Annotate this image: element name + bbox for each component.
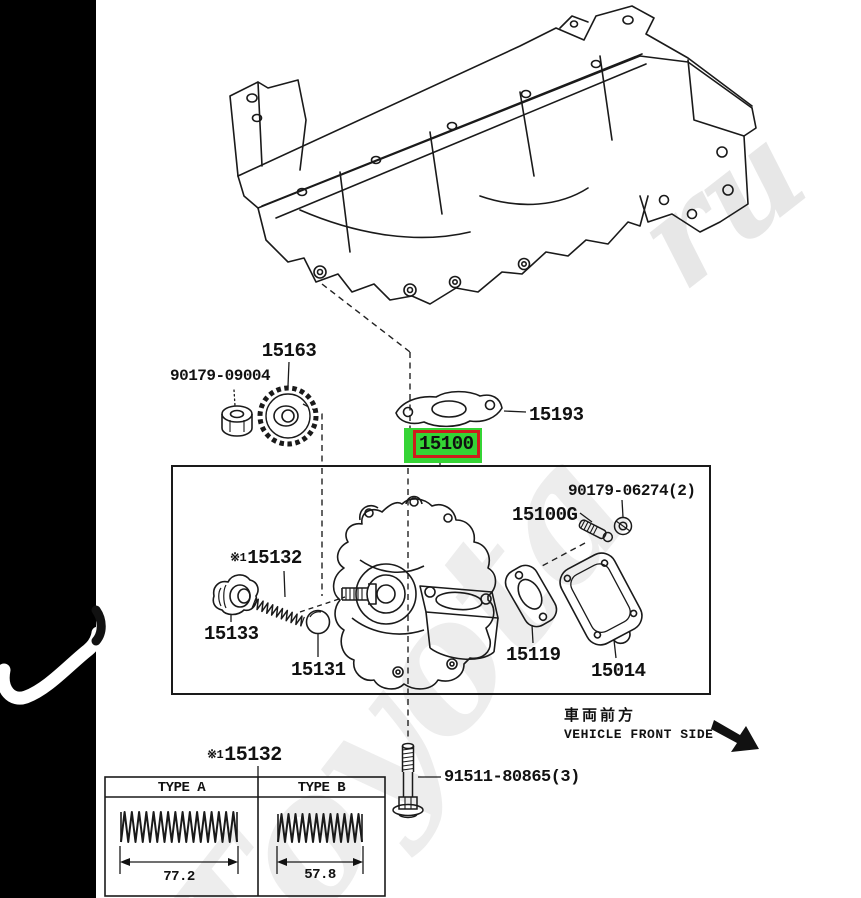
spring-type-b-drawing (277, 813, 363, 843)
table-header-type-b: TYPE B (297, 780, 346, 796)
vehicle-front-label-en: VEHICLE FRONT SIDE (564, 727, 714, 742)
spring-type-a-drawing (120, 811, 238, 843)
callout-15100G[interactable]: 15100G (512, 504, 578, 526)
vehicle-front-arrow (711, 720, 759, 752)
callout-15132-table[interactable]: ※115132 (207, 744, 282, 767)
leader-relief-spring (283, 570, 286, 598)
pump-gasket-drawing (395, 390, 527, 428)
swoosh-logo (0, 605, 106, 705)
sprocket-drawing (257, 361, 319, 447)
callout-15133[interactable]: 15133 (204, 623, 259, 645)
callout-90179-06274[interactable]: 90179-06274(2) (568, 482, 696, 500)
note-mark: ※1 (230, 551, 247, 565)
callout-15131[interactable]: 15131 (291, 659, 346, 681)
union-stud-drawing (578, 512, 614, 543)
parts-box-frame (171, 465, 711, 695)
spring-table-frame (104, 766, 386, 897)
callout-15132-box[interactable]: ※115132 (230, 547, 302, 569)
callout-91511-80865[interactable]: 91511-80865(3) (444, 768, 580, 787)
oil-pump-drawing (332, 495, 499, 690)
engine-block-drawing (229, 5, 757, 305)
relief-spring-drawing (251, 598, 305, 627)
relief-valve-drawing (299, 596, 346, 657)
sprocket-nut-drawing (221, 389, 253, 437)
callout-15193[interactable]: 15193 (529, 404, 584, 426)
callout-90179-09004[interactable]: 90179-09004 (170, 367, 271, 385)
dimension-type-a: 77.2 (163, 869, 195, 885)
relief-plug-drawing (212, 574, 259, 622)
union-nut-drawing (613, 499, 633, 536)
highlighted-callout-15100[interactable]: 15100 (404, 428, 482, 463)
vehicle-front-label-jp: 車両前方 (564, 706, 637, 724)
strainer-gasket-drawing (504, 564, 558, 644)
callout-15163[interactable]: 15163 (261, 340, 317, 362)
note-mark: ※1 (207, 748, 224, 762)
black-sidebar-strip (0, 0, 96, 898)
dashed-connector-lines (302, 283, 586, 740)
mount-bolt-drawing (392, 742, 441, 819)
callout-15119[interactable]: 15119 (506, 644, 561, 666)
spring-type-a-dimension (119, 846, 239, 874)
strainer-drawing (559, 552, 643, 659)
spring-type-b-dimension (276, 846, 364, 874)
table-header-type-a: TYPE A (157, 780, 206, 796)
callout-15014[interactable]: 15014 (591, 660, 646, 682)
dimension-type-b: 57.8 (304, 867, 336, 883)
highlight-red-frame: 15100 (413, 430, 480, 458)
